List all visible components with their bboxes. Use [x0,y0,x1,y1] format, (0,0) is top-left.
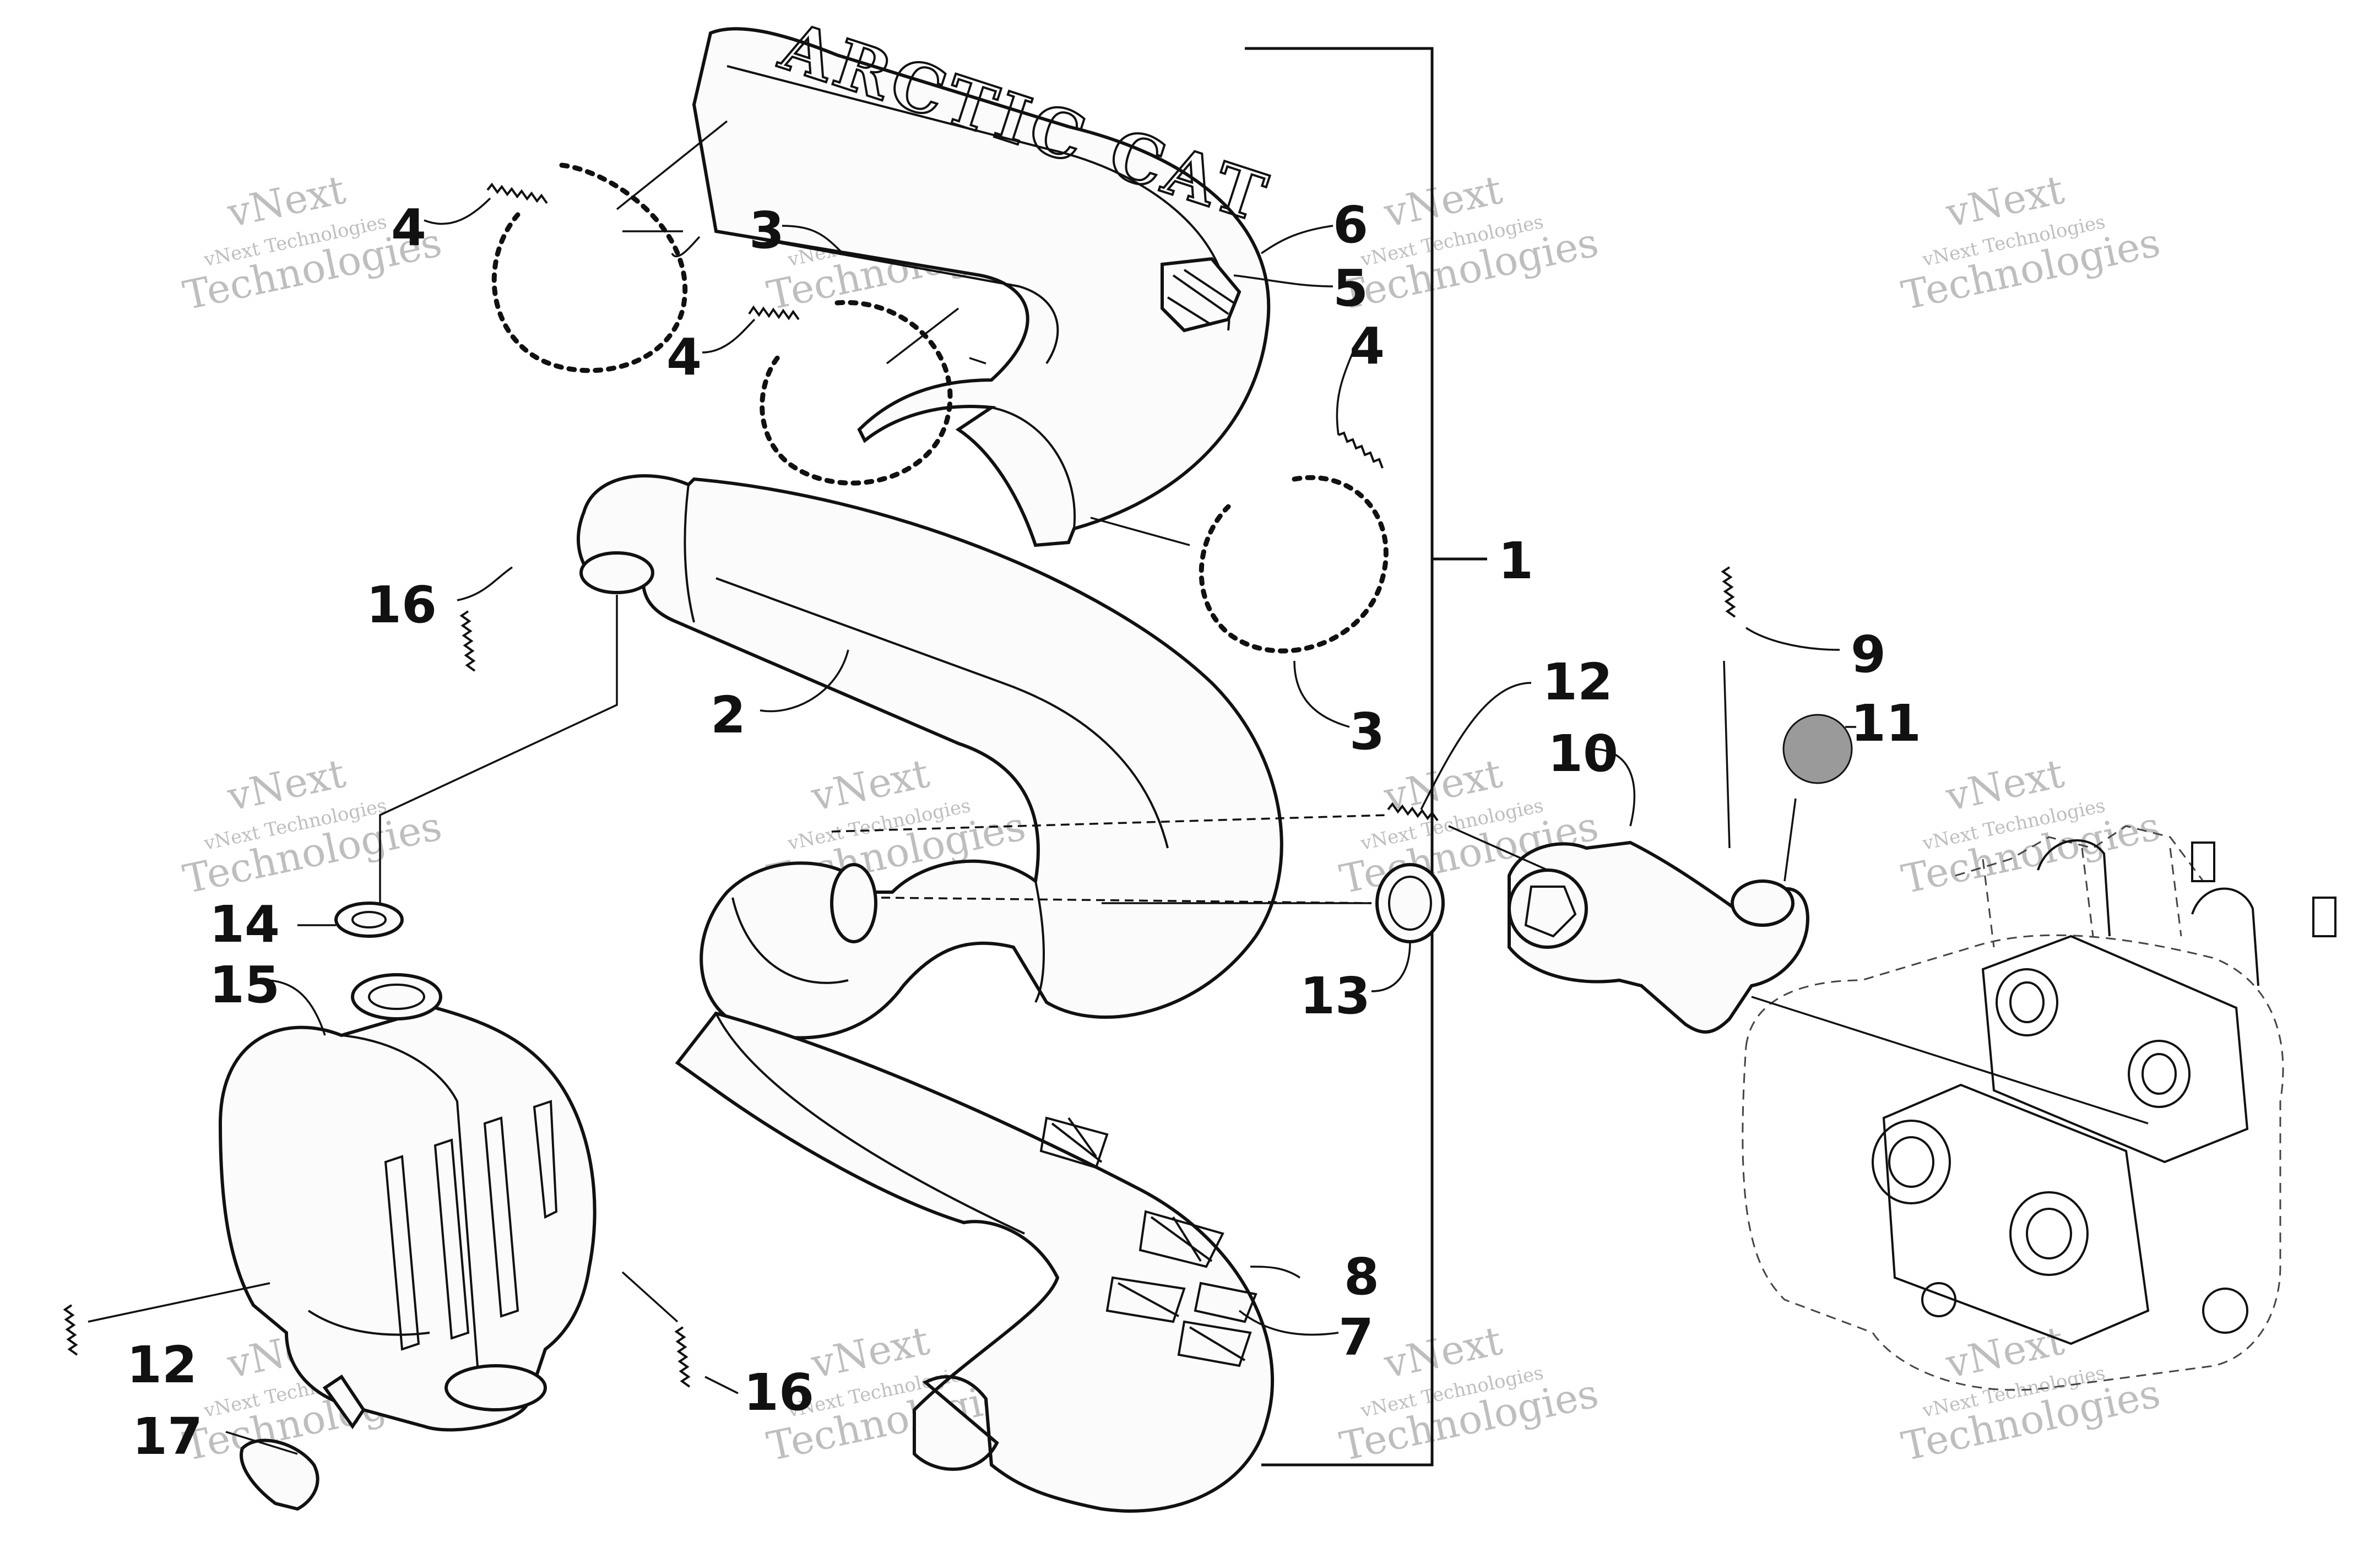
watermark: vNext vNext Technologies Technologies [1898,750,2164,903]
engine-intake-port [1872,1120,1951,1204]
heat-shield-bottom [675,1011,1275,1513]
muffler [218,973,597,1432]
muffler-rib [483,1116,519,1318]
insulation-mesh [1139,1210,1224,1268]
engine-exhaust-port [2128,1040,2191,1108]
callout-14: 14 [209,895,280,954]
assembly-bracket [1245,47,1487,1467]
callout-4: 4 [666,328,702,387]
spring [1721,566,1736,618]
engine-intake-port [2009,1191,2089,1276]
grommet-disc [1782,714,1853,784]
engine-ghost [1742,825,2336,1391]
muffler-rib [384,1155,420,1351]
insulation-mesh [1177,1320,1252,1367]
spring [63,1304,78,1356]
exhaust-manifold-group [1375,714,1853,1034]
insulation-mesh [1039,1116,1109,1169]
callout-13: 13 [1300,966,1370,1025]
watermark: vNext vNext Technologies Technologies [1898,1317,2164,1470]
engine-exhaust-port [1996,968,2058,1036]
callout-11: 11 [1851,694,1921,753]
callout-12: 12 [127,1335,197,1394]
clamp-ring [491,162,688,373]
exhaust-manifold [1508,840,1809,1034]
callout-4: 4 [1349,317,1385,376]
insulation-mesh [1194,1282,1257,1323]
spring [486,182,548,204]
callout-9: 9 [1851,625,1886,684]
callout-labels: 1 2 3 3 4 4 4 5 6 7 8 9 10 11 12 12 13 1… [127,196,1921,1466]
watermark: vNext vNext Technologies Technologies [179,750,446,903]
callout-3: 3 [749,201,784,260]
callout-16: 16 [366,575,437,634]
insulation-mesh [1105,1276,1186,1323]
watermark: vNext vNext Technologies Technologies [1898,166,2164,319]
callout-10: 10 [1548,724,1618,783]
callout-6: 6 [1333,196,1368,254]
spring [748,305,800,321]
muffler-rib [533,1100,558,1219]
rubber-mount [240,1374,366,1511]
spring [1387,802,1439,822]
spring [1338,431,1384,469]
spring [459,610,476,672]
callout-1: 1 [1498,531,1533,590]
springs [63,182,1736,1388]
gasket-ring [334,902,404,938]
clamp-rings [491,162,1389,654]
spring [674,1326,691,1388]
callout-15: 15 [209,955,280,1014]
muffler-outlet [444,1364,547,1411]
callout-16: 16 [744,1363,814,1422]
muffler-rib [433,1138,470,1340]
callout-4: 4 [391,198,426,257]
callout-8: 8 [1344,1247,1379,1306]
leader-lines [264,197,1856,1394]
callout-17: 17 [132,1407,203,1466]
muffler-inlet-grommet [351,973,442,1020]
expansion-chamber [577,474,1283,1040]
callout-7: 7 [1338,1308,1374,1367]
callout-12: 12 [1542,653,1613,712]
clamp-ring [1199,475,1389,654]
callout-5: 5 [1333,259,1368,318]
clamp-ring [760,300,953,486]
connector-lines [88,120,2149,1455]
callout-3: 3 [1349,702,1385,761]
callout-2: 2 [711,686,746,745]
